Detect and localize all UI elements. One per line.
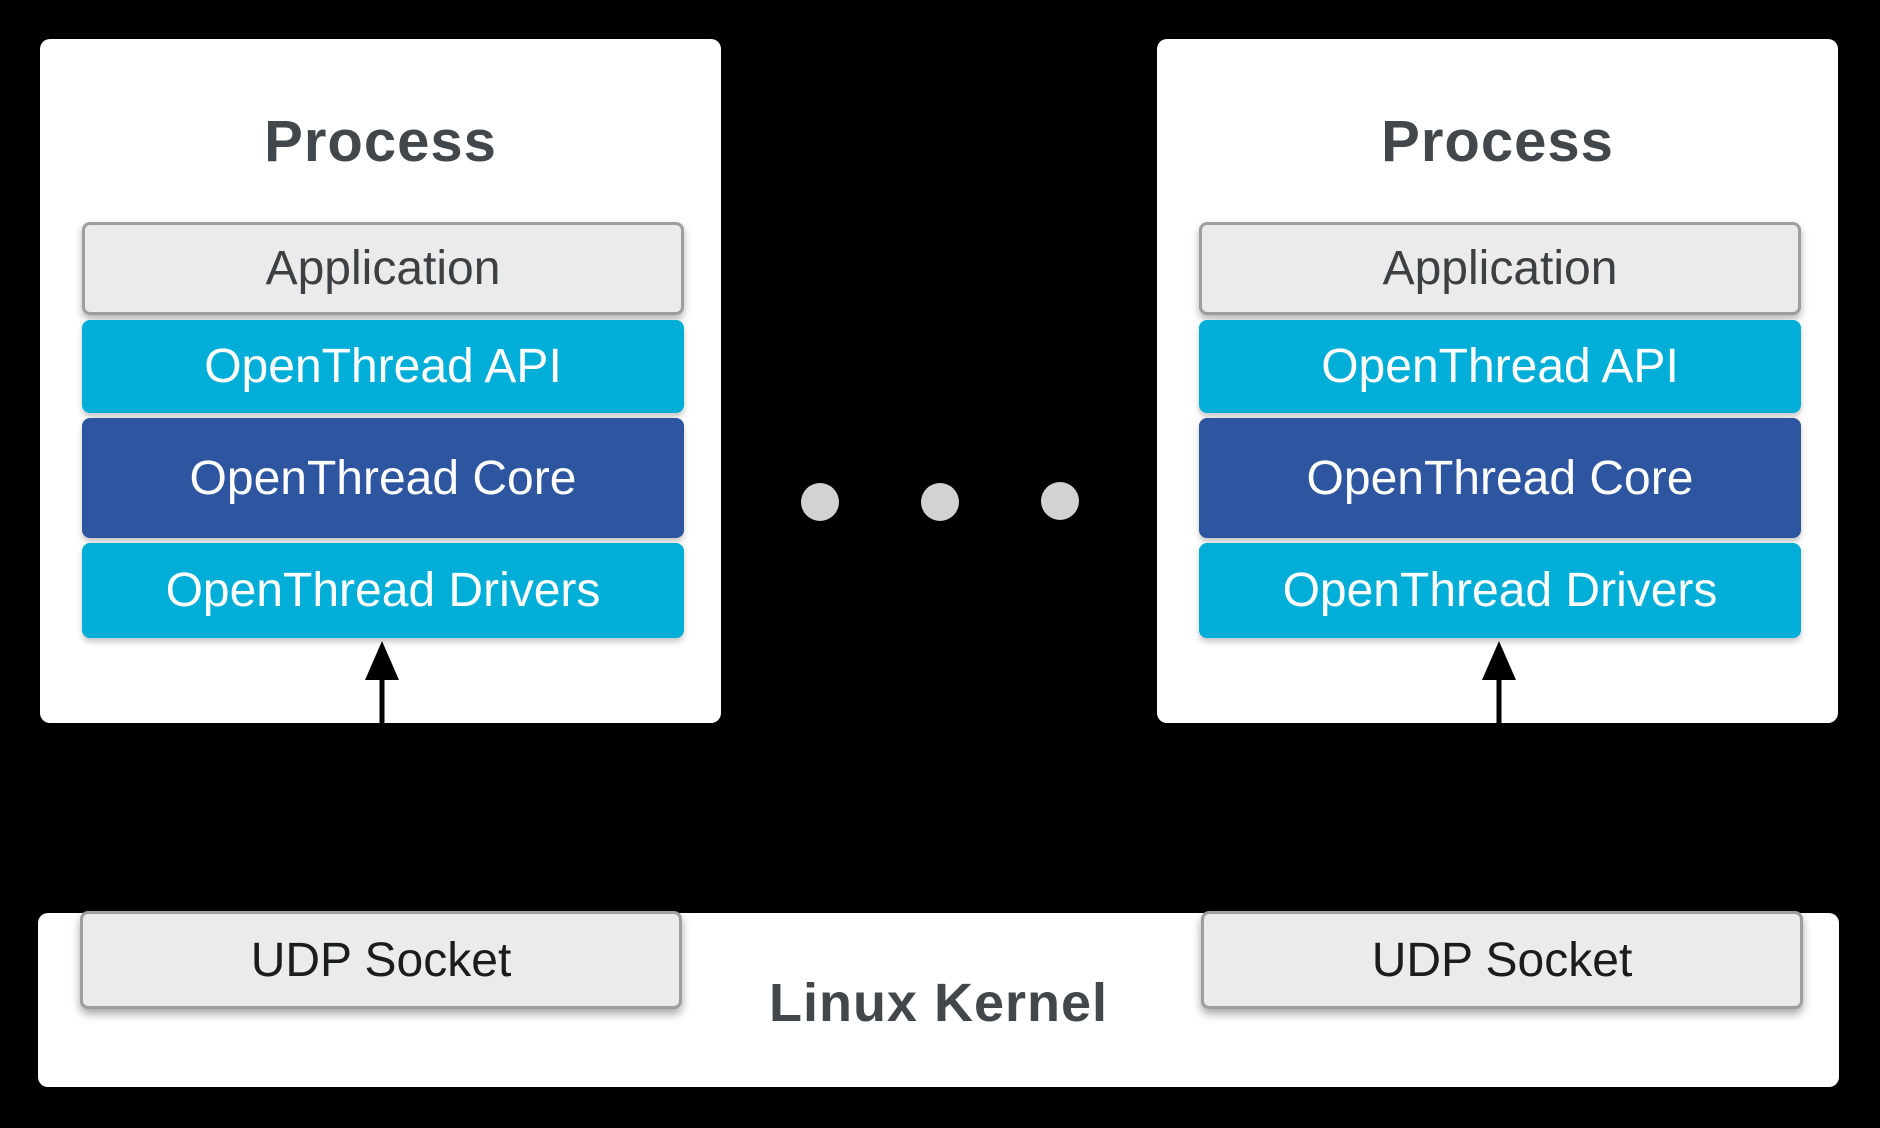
process-box-left: Process Application OpenThread API OpenT… [40, 39, 721, 723]
arrow-head [1482, 641, 1516, 680]
up-arrow-icon [362, 641, 402, 723]
layer-application: Application [1199, 222, 1801, 315]
arrow-head [365, 641, 399, 680]
layer-openthread-drivers: OpenThread Drivers [1199, 543, 1801, 638]
linux-kernel-label: Linux Kernel [768, 973, 1109, 1033]
ellipsis-dot [1041, 482, 1079, 520]
ellipsis-dot [801, 483, 839, 521]
layer-openthread-core: OpenThread Core [1199, 418, 1801, 538]
layer-openthread-drivers: OpenThread Drivers [82, 543, 684, 638]
arrow-shaft [379, 677, 385, 723]
layer-stack: Application OpenThread API OpenThread Co… [82, 222, 684, 638]
layer-application: Application [82, 222, 684, 315]
layer-openthread-api: OpenThread API [1199, 320, 1801, 413]
ellipsis-dot [921, 483, 959, 521]
layer-openthread-core: OpenThread Core [82, 418, 684, 538]
layer-stack: Application OpenThread API OpenThread Co… [1199, 222, 1801, 638]
arrow-shaft [1496, 677, 1502, 723]
layer-openthread-api: OpenThread API [82, 320, 684, 413]
process-title: Process [264, 109, 497, 174]
linux-kernel-bar: UDP Socket UDP Socket Linux Kernel [38, 911, 1839, 1087]
process-title: Process [1381, 109, 1614, 174]
udp-socket-right: UDP Socket [1201, 911, 1803, 1009]
process-box-right: Process Application OpenThread API OpenT… [1157, 39, 1838, 723]
up-arrow-icon [1479, 641, 1519, 723]
udp-socket-left: UDP Socket [80, 911, 682, 1009]
